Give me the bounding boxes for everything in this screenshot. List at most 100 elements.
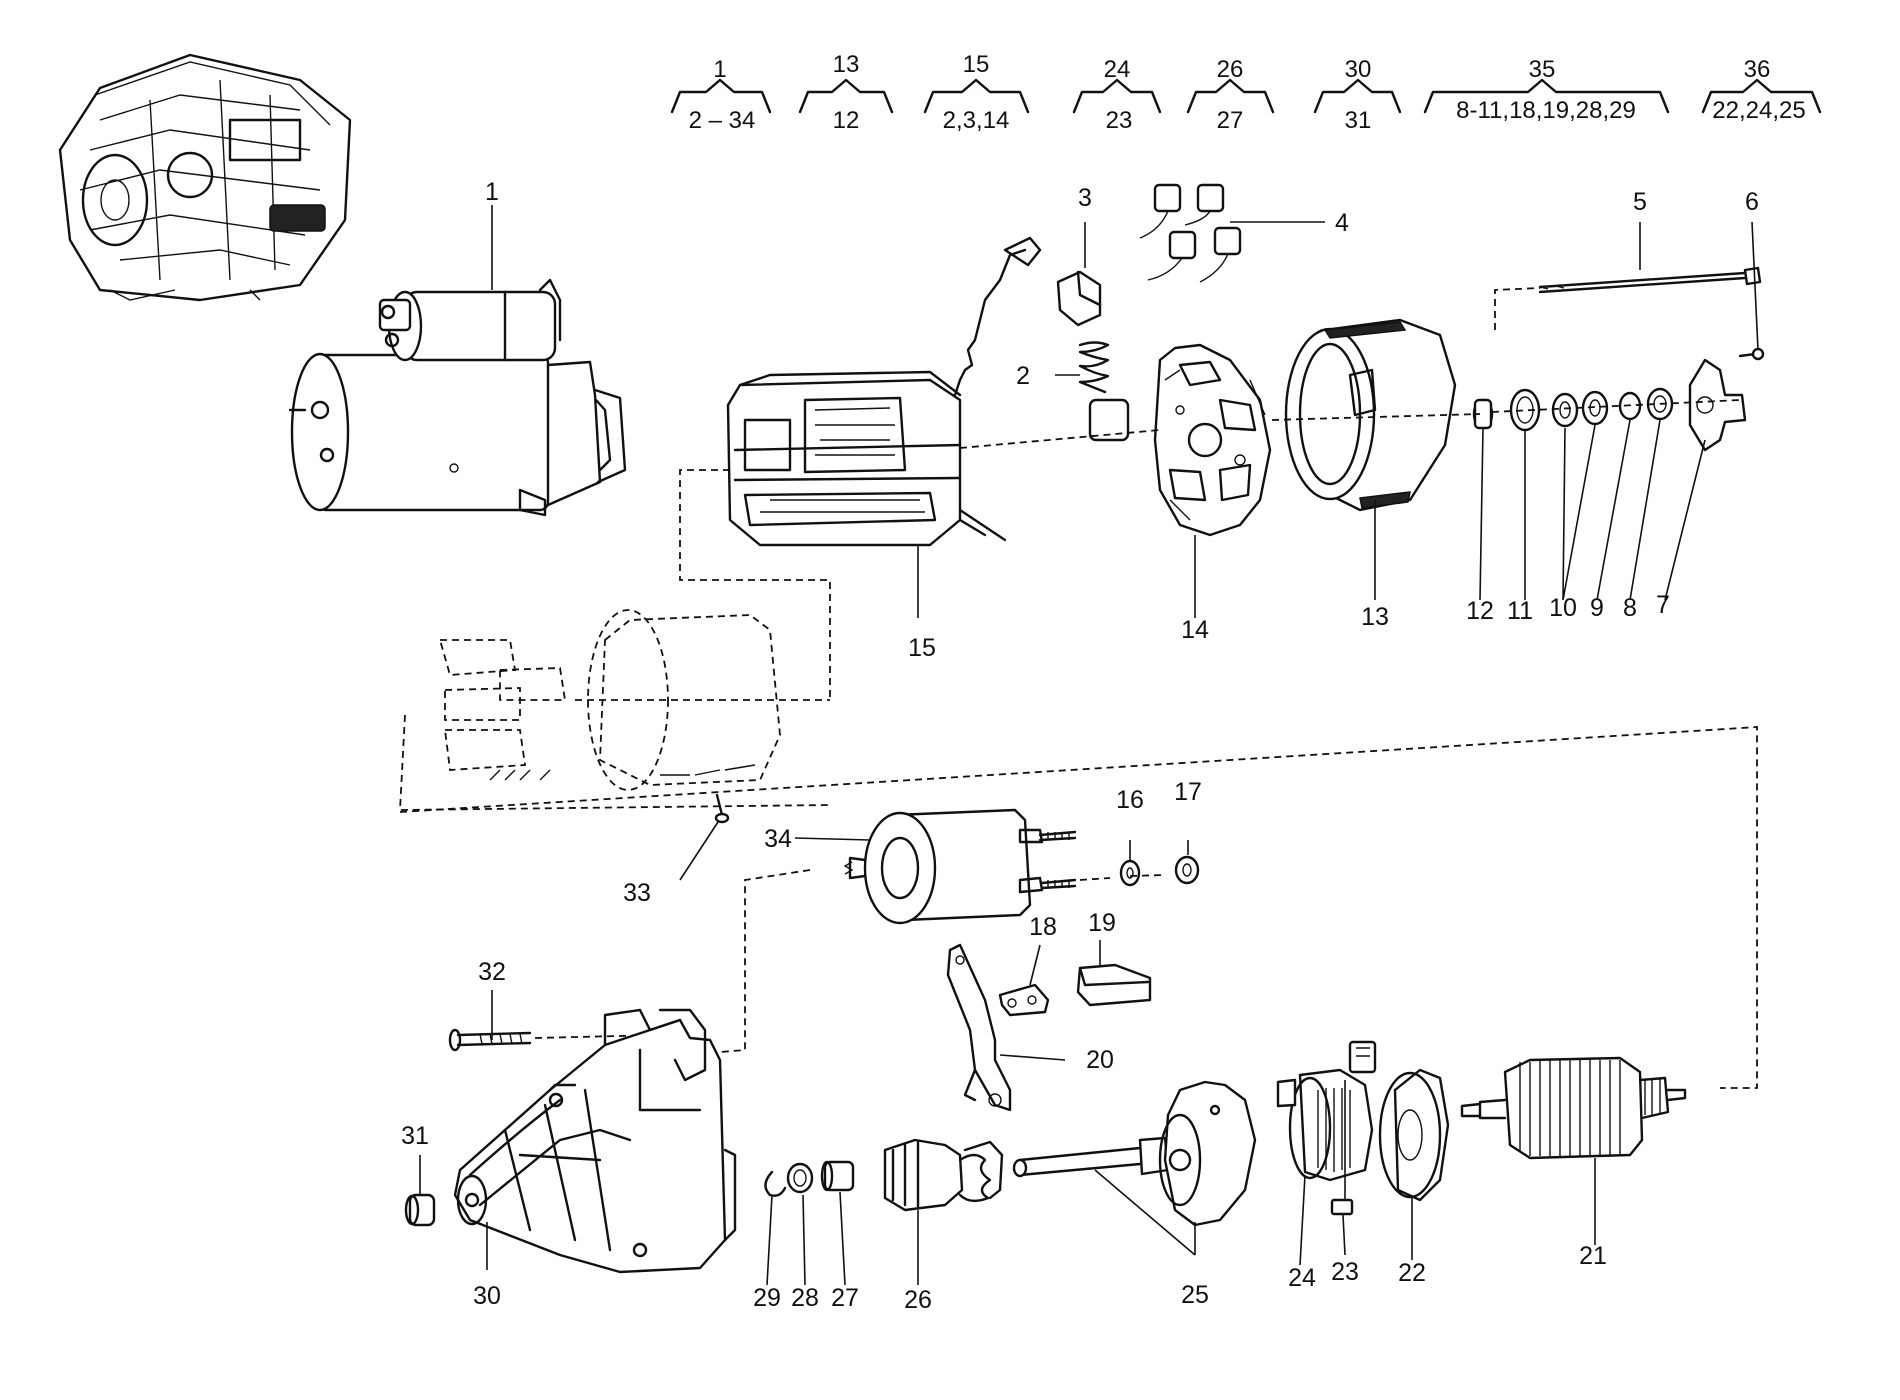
bolt-32 [448, 1028, 532, 1052]
callout-2: 2 [1016, 362, 1030, 390]
rubber-block-19 [1076, 963, 1152, 1007]
callout-labels: 1 2 3 4 5 6 7 8 9 10 11 12 13 14 15 16 1… [401, 178, 1759, 1314]
nut-17 [1174, 855, 1200, 885]
callout-33: 33 [623, 879, 651, 907]
callout-29: 29 [753, 1284, 781, 1312]
callout-21: 21 [1579, 1242, 1607, 1270]
bushing-31 [404, 1193, 436, 1227]
shim-disk-22 [1378, 1068, 1450, 1202]
brush-carbon-3 [1056, 270, 1102, 327]
callout-15: 15 [908, 634, 936, 662]
group-13-top: 13 [833, 51, 860, 78]
callout-19: 19 [1088, 909, 1116, 937]
callout-31: 31 [401, 1122, 429, 1150]
bushing-12 [1472, 398, 1494, 430]
pinion-drive-26 [883, 1138, 1004, 1212]
callout-13: 13 [1361, 603, 1389, 631]
callout-18: 18 [1029, 913, 1057, 941]
group-36: 36 22,24,25 [1701, 56, 1822, 124]
callout-17: 17 [1174, 778, 1202, 806]
group-15: 15 2,3,14 [923, 51, 1030, 134]
callout-25: 25 [1181, 1281, 1209, 1309]
group-24-top: 24 [1104, 56, 1131, 83]
field-housing-phantom-view [399, 609, 831, 811]
callout-22: 22 [1398, 1259, 1426, 1287]
lock-washer-9 [1618, 391, 1642, 421]
armature-alignment-line [399, 726, 1758, 1089]
callout-24: 24 [1288, 1264, 1316, 1292]
callout-11: 11 [1507, 597, 1533, 625]
group-35-top: 35 [1529, 56, 1556, 83]
callout-14: 14 [1181, 616, 1209, 644]
group-26-top: 26 [1217, 56, 1244, 83]
brush-spring-2 [1078, 341, 1110, 394]
group-1-top: 1 [713, 56, 726, 83]
callout-12: 12 [1466, 597, 1494, 625]
screw-6 [1738, 347, 1765, 361]
callout-32: 32 [478, 958, 506, 986]
through-bolt-5 [1538, 266, 1762, 294]
callout-23: 23 [1331, 1258, 1359, 1286]
collar-27 [820, 1160, 855, 1192]
callout-1: 1 [485, 178, 499, 206]
solenoid-alignment-line [719, 869, 1166, 1053]
group-legend: 1 2 – 34 13 12 15 2,3,14 24 23 26 27 30 … [670, 51, 1822, 134]
group-26: 26 27 [1186, 56, 1275, 134]
group-30-bottom: 31 [1345, 107, 1372, 134]
group-15-bottom: 2,3,14 [943, 107, 1010, 134]
callout-8: 8 [1623, 594, 1637, 622]
group-36-bottom: 22,24,25 [1712, 97, 1805, 124]
callout-6: 6 [1745, 188, 1759, 216]
armature-21 [1460, 1056, 1687, 1160]
starter-location-highlight [269, 204, 326, 232]
drive-end-housing-30 [453, 1008, 737, 1274]
screw-33 [714, 793, 730, 824]
group-35-bottom: 8-11,18,19,28,29 [1456, 97, 1636, 124]
stop-ring-28 [786, 1162, 814, 1194]
engine-thumbnail [58, 53, 352, 302]
end-cap-13 [1284, 318, 1457, 512]
callout-20: 20 [1086, 1046, 1114, 1074]
bracket-18 [998, 983, 1050, 1017]
intermediate-bearing-25 [1012, 1080, 1257, 1227]
callout-10: 10 [1549, 594, 1577, 622]
leader-lines [419, 205, 1759, 1286]
brush-ring-24 [1276, 1068, 1374, 1182]
brush-holder-14 [1088, 343, 1272, 537]
callout-3: 3 [1078, 184, 1092, 212]
group-13: 13 12 [798, 51, 894, 134]
callout-27: 27 [831, 1284, 859, 1312]
group-1-bottom: 2 – 34 [689, 107, 756, 134]
bearing-cap-7 [1688, 358, 1747, 452]
circlip-29 [764, 1170, 787, 1197]
group-26-bottom: 27 [1217, 107, 1244, 134]
callout-28: 28 [791, 1284, 819, 1312]
callout-16: 16 [1116, 786, 1144, 814]
group-30-top: 30 [1345, 56, 1372, 83]
callout-9: 9 [1590, 594, 1604, 622]
field-winding-housing [726, 236, 1042, 547]
brush-set-4 [1139, 183, 1242, 283]
group-35: 35 8-11,18,19,28,29 [1423, 56, 1670, 124]
callout-34: 34 [764, 825, 792, 853]
washers-10 [1551, 390, 1609, 428]
solenoid-34 [843, 808, 1077, 925]
callout-5: 5 [1633, 188, 1647, 216]
group-30: 30 31 [1313, 56, 1402, 134]
group-1: 1 2 – 34 [670, 56, 772, 134]
callout-7: 7 [1656, 591, 1670, 619]
group-36-top: 36 [1744, 56, 1771, 83]
callout-30: 30 [473, 1282, 501, 1310]
group-13-bottom: 12 [833, 107, 860, 134]
group-24-bottom: 23 [1106, 107, 1133, 134]
starter-motor-assembly [288, 278, 627, 517]
washer-16 [1119, 859, 1141, 887]
bolt-32-alignment [534, 1034, 661, 1039]
alignment-lines-upper [679, 287, 1741, 698]
brush-23 [1330, 1040, 1377, 1216]
group-15-top: 15 [963, 51, 990, 78]
shift-lever-20 [946, 943, 1012, 1112]
callout-4: 4 [1335, 209, 1349, 237]
group-24: 24 23 [1072, 56, 1162, 134]
